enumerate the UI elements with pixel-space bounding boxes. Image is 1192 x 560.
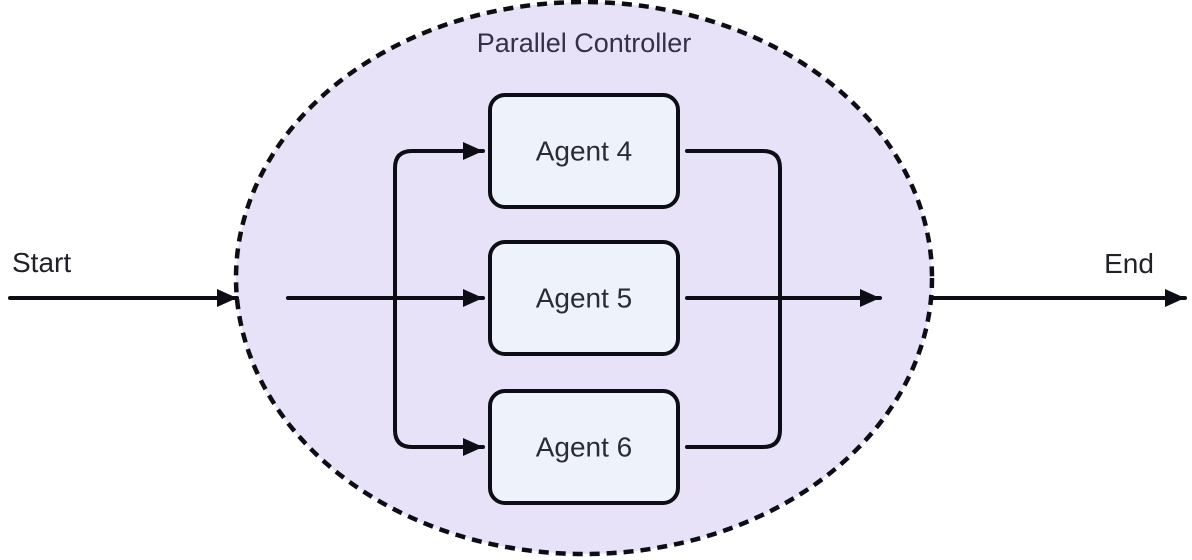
edge-agent-4-to-join — [685, 149, 782, 300]
edge-agent-6-to-join — [685, 296, 782, 449]
agent-6-box — [488, 389, 680, 505]
agent-5-node: Agent 5 — [488, 240, 680, 356]
edge-split-to-agent-6 — [393, 296, 485, 456]
start-label: Start — [12, 247, 71, 278]
agent-4-box — [488, 93, 680, 209]
agent-6-label: Agent 6 — [536, 432, 633, 463]
edge-split-to-agent-4 — [393, 142, 485, 300]
end-label: End — [1104, 248, 1154, 279]
controller-title: Parallel Controller — [477, 28, 692, 58]
agent-6-node: Agent 6 — [488, 389, 680, 505]
agent-5-box — [488, 240, 680, 356]
agent-4-label: Agent 4 — [536, 136, 633, 167]
agent-5-label: Agent 5 — [536, 283, 633, 314]
agent-4-node: Agent 4 — [488, 93, 680, 209]
